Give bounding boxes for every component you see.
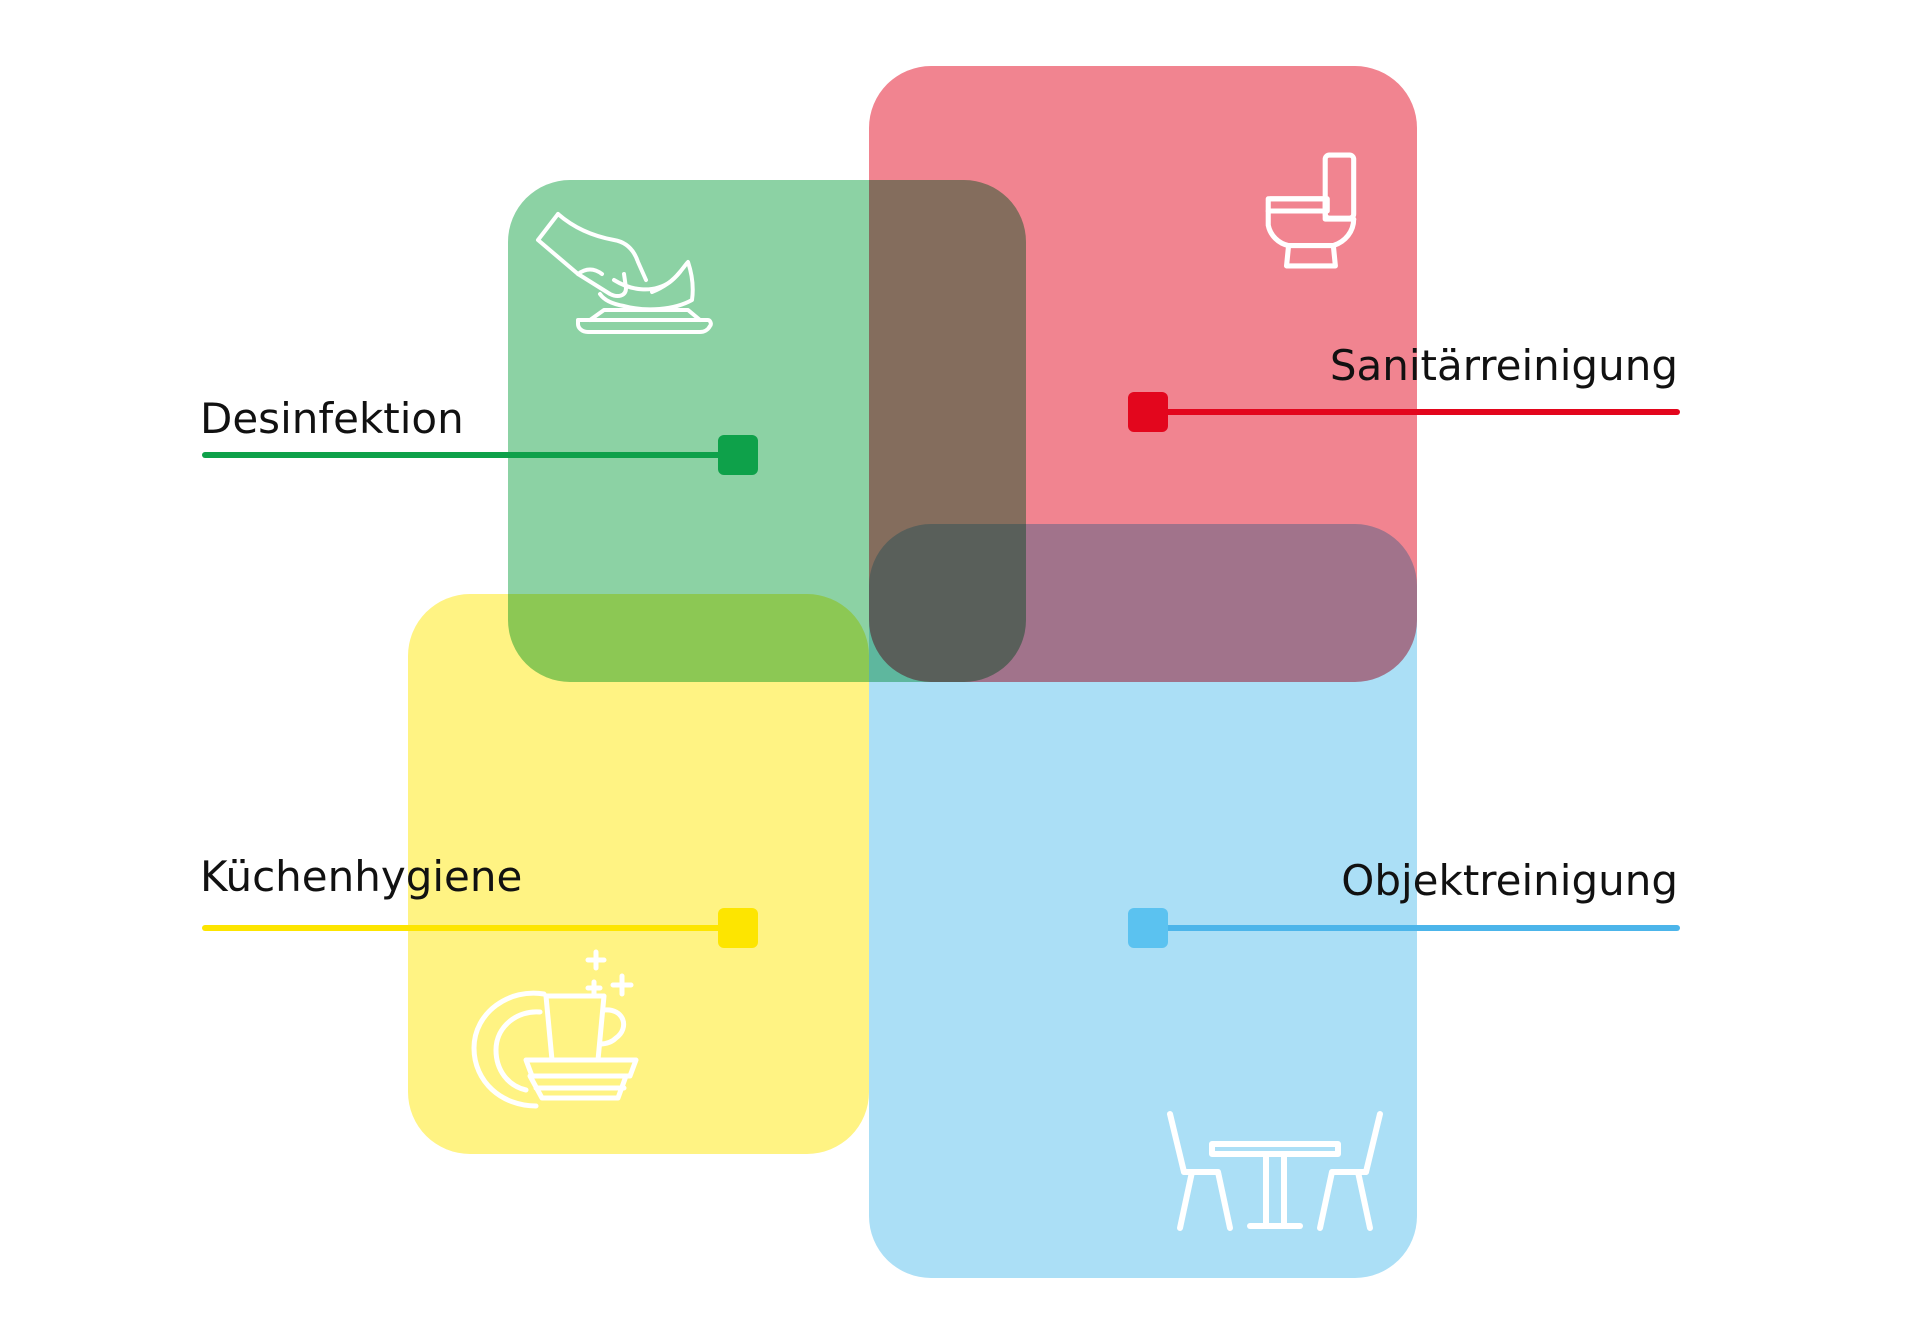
hand-wiping-surface-icon <box>534 210 714 342</box>
sanitaerreinigung-marker <box>1128 392 1168 432</box>
kuechenhygiene-block <box>408 594 869 1154</box>
objektreinigung-leader-line <box>1148 925 1680 931</box>
sanitaerreinigung-leader-line <box>1148 409 1680 415</box>
table-and-chairs-icon <box>1166 1110 1384 1234</box>
desinfektion-marker <box>718 435 758 475</box>
kuechenhygiene-marker <box>718 908 758 948</box>
desinfektion-leader-line <box>202 452 742 458</box>
sparkling-dishes-icon <box>466 948 646 1112</box>
sanitaerreinigung-label: Sanitärreinigung <box>1329 341 1678 390</box>
objektreinigung-marker <box>1128 908 1168 948</box>
kuechenhygiene-leader-line <box>202 925 742 931</box>
desinfektion-label: Desinfektion <box>200 394 464 443</box>
toilet-icon <box>1262 152 1364 270</box>
kuechenhygiene-label: Küchenhygiene <box>200 852 523 901</box>
objektreinigung-label: Objektreinigung <box>1341 856 1678 905</box>
